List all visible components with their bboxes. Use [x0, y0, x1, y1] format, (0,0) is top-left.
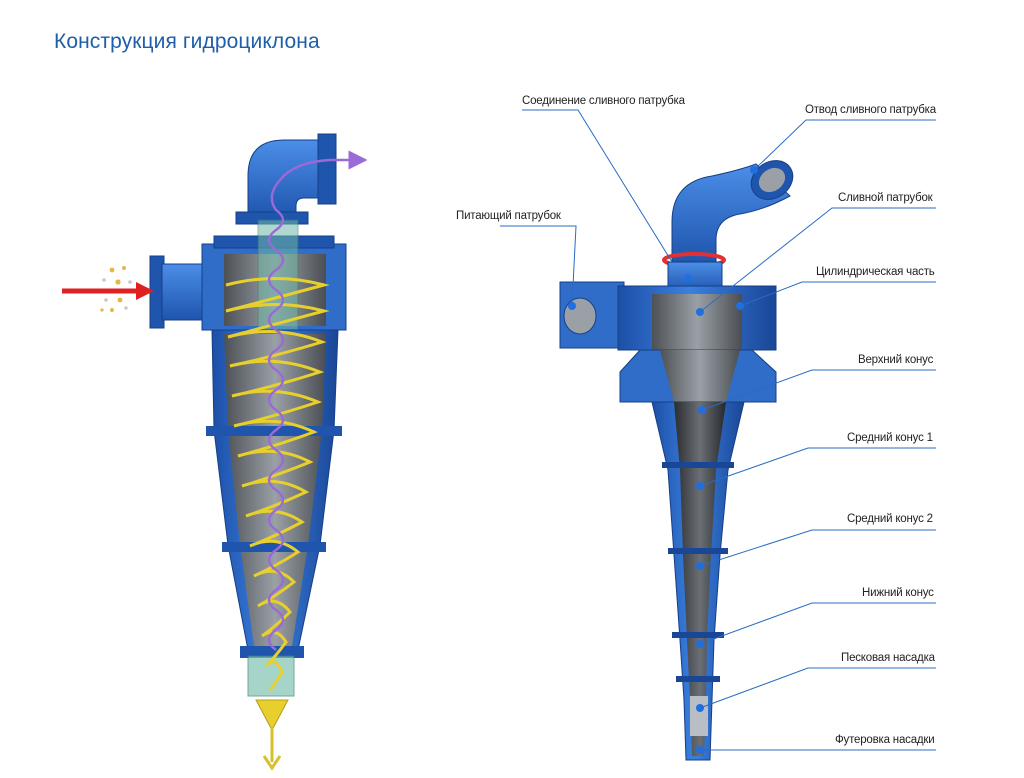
label-middle-cone-1: Средний конус 1 [847, 432, 933, 444]
upward-spiral-flow [267, 150, 368, 651]
label-spigot-liner: Футеровка насадки [835, 734, 935, 746]
right-hydrocyclone [500, 109, 936, 761]
leader-lines [500, 109, 936, 751]
label-upper-cone: Верхний конус [858, 354, 934, 366]
underflow-arrow [255, 699, 289, 732]
feed-particles [100, 266, 132, 312]
label-spigot: Песковая насадка [841, 652, 935, 664]
label-lower-cone: Нижний конус [862, 587, 934, 599]
label-cylinder: Цилиндрическая часть [816, 266, 935, 278]
label-vortex-finder: Сливной патрубок [838, 192, 933, 204]
downward-spiral-flow [225, 277, 330, 691]
label-overflow-connection: Соединение сливного патрубка [522, 95, 685, 107]
label-overflow-outlet: Отвод сливного патрубка [805, 104, 936, 116]
left-cutaway-hydrocyclone [62, 133, 368, 771]
label-middle-cone-2: Средний конус 2 [847, 513, 933, 525]
label-feed-inlet: Питающий патрубок [456, 210, 561, 222]
page-title: Конструкция гидроциклона [54, 30, 320, 53]
